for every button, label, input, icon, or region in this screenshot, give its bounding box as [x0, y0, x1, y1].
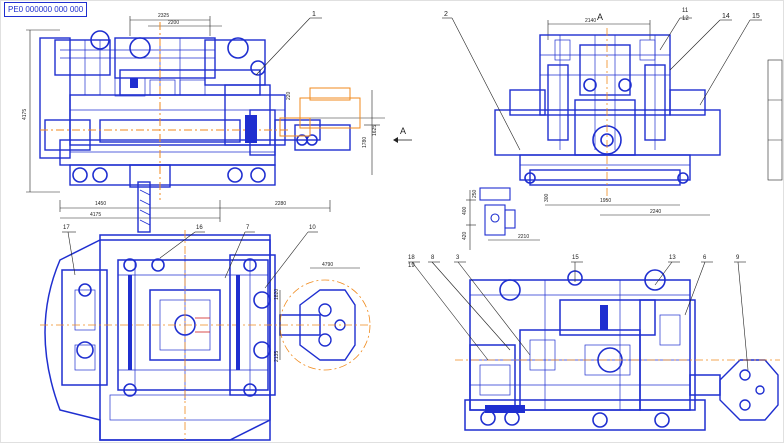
- dim-front-top-1: 2140: [585, 18, 596, 24]
- dim-front-left-4: 300: [544, 193, 550, 202]
- front-view: A: [442, 8, 783, 250]
- dim-side-left-1: 4175: [22, 109, 28, 120]
- dim-side-top-2: 2200: [168, 20, 179, 26]
- dim-front-bottom-2: 2240: [650, 209, 661, 215]
- dim-plan-2: 1820: [274, 289, 280, 300]
- leader-front-11: 11: [682, 8, 689, 14]
- leader-section-3: 3: [456, 255, 460, 261]
- dim-side-right-1: 1780: [362, 137, 368, 148]
- leader-plan-16: 16: [196, 225, 203, 231]
- dim-plan-1: 4790: [322, 262, 333, 268]
- dim-side-right-2: 1625: [372, 125, 378, 136]
- dim-side-right-3: 220: [286, 91, 292, 100]
- dim-front-left-3: 250: [472, 189, 478, 198]
- dim-side-bottom-1: 1450: [95, 201, 106, 207]
- leader-section-13: 13: [669, 255, 676, 261]
- leader-side-1: 1: [312, 11, 316, 18]
- leader-front-15: 15: [752, 13, 760, 20]
- dim-front-left-1: 400: [462, 206, 468, 215]
- leader-plan-17: 17: [63, 225, 70, 231]
- leader-section-19: 19: [408, 263, 415, 269]
- leader-section-9: 9: [736, 255, 740, 261]
- doc-label: РЕ0 000000 000 000: [4, 2, 88, 17]
- dim-front-bottom-1: 1950: [600, 198, 611, 204]
- leader-section-15: 15: [572, 255, 579, 261]
- dim-front-bottom-3: 2210: [518, 234, 529, 240]
- dim-side-bottom-2: 2280: [275, 201, 286, 207]
- leader-section-18: 18: [408, 255, 415, 261]
- dim-side-bottom-3: 4175: [90, 212, 101, 218]
- section-label-a: A: [597, 12, 603, 22]
- leader-front-12: 12: [682, 16, 689, 22]
- leader-section-8: 8: [431, 255, 435, 261]
- section-view: 18 19 8 3 15 13 6 9: [408, 255, 780, 431]
- view-marker-label: A: [400, 126, 406, 136]
- leader-section-6: 6: [703, 255, 707, 261]
- leader-plan-10: 10: [309, 225, 316, 231]
- side-view: 1 2325 2200 1450 2280 4175 1780 1625 220…: [22, 11, 385, 233]
- leader-front-2: 2: [444, 11, 448, 18]
- leader-plan-7: 7: [246, 225, 250, 231]
- dim-front-left-2: 420: [462, 231, 468, 240]
- dim-side-top-1: 2325: [158, 13, 169, 19]
- leader-front-14: 14: [722, 13, 730, 20]
- view-arrow: A: [393, 126, 412, 143]
- dim-plan-3: 2135: [274, 351, 280, 362]
- plan-view: 17 16 7 10 4790 1820 2135: [40, 225, 371, 441]
